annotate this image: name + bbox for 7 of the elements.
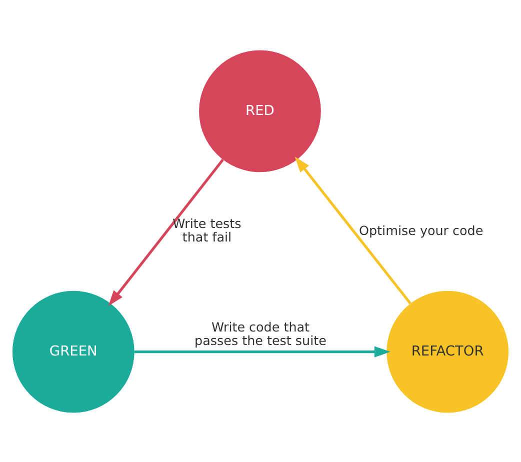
arrow <box>134 346 390 357</box>
edge-label: Write code that passes the test suite <box>194 318 326 348</box>
edge-label: Optimise your code <box>358 222 484 238</box>
arrow <box>108 158 224 306</box>
arrow <box>294 156 412 304</box>
node-circle: REFACTOR <box>386 290 509 412</box>
edge-label: Write tests that fail <box>172 215 242 244</box>
